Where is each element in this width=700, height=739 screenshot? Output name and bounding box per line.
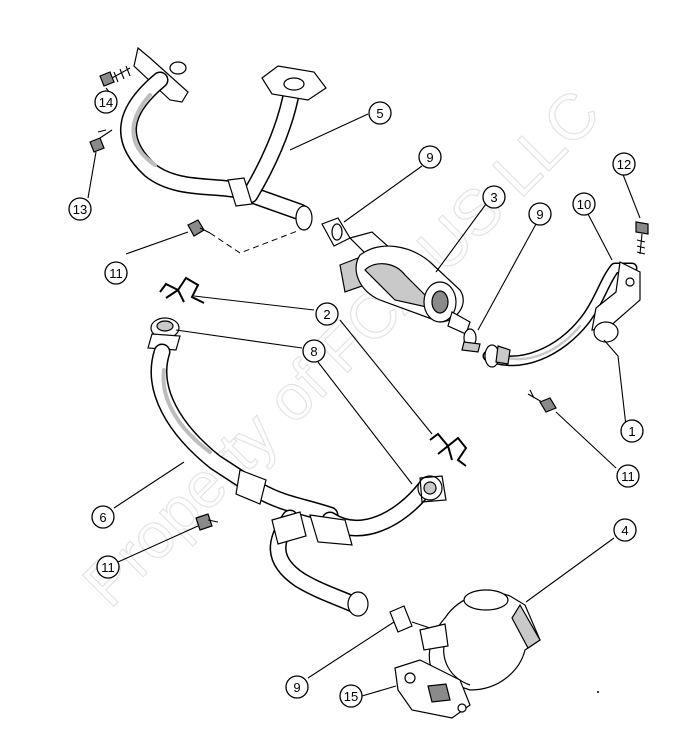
svg-text:11: 11	[621, 469, 635, 484]
svg-text:15: 15	[344, 689, 358, 704]
svg-text:6: 6	[99, 510, 106, 525]
callout-9-right: 9	[528, 202, 552, 226]
callout-2: 2	[315, 302, 339, 326]
callout-5: 5	[368, 101, 392, 125]
callout-15: 15	[339, 684, 363, 708]
front-pipe	[147, 317, 447, 617]
gasket-outlet	[461, 328, 481, 353]
exhaust-manifold-pipe	[120, 46, 327, 231]
svg-text:9: 9	[426, 150, 433, 165]
callout-11-middle: 11	[616, 464, 640, 488]
bolt-11-lower	[195, 513, 219, 531]
callout-6: 6	[91, 505, 115, 529]
alignment-line	[209, 229, 301, 254]
leader-lines	[87, 87, 641, 697]
catalytic-converter-upper	[339, 231, 471, 335]
bolt-14	[99, 65, 131, 87]
bolt-13	[89, 129, 113, 153]
clip-lower	[429, 432, 468, 467]
svg-text:9: 9	[536, 207, 543, 222]
svg-text:12: 12	[617, 157, 631, 172]
svg-text:3: 3	[490, 190, 497, 205]
svg-text:4: 4	[621, 523, 628, 538]
callout-9-upper: 9	[418, 145, 442, 169]
callout-11-lower: 11	[96, 555, 120, 579]
svg-text:5: 5	[376, 106, 383, 121]
svg-text:10: 10	[577, 197, 591, 212]
callout-1: 1	[620, 419, 644, 443]
callout-4: 4	[613, 518, 637, 542]
callout-8: 8	[302, 339, 326, 363]
callout-9-lower: 9	[285, 675, 309, 699]
svg-text:11: 11	[101, 560, 115, 575]
svg-text:14: 14	[99, 95, 113, 110]
svg-text:1: 1	[628, 424, 635, 439]
callout-10: 10	[572, 192, 596, 216]
callout-3: 3	[482, 185, 506, 209]
callout-13: 13	[68, 197, 92, 221]
gasket-upper	[321, 217, 351, 247]
outlet-tube	[482, 261, 641, 368]
bolt-11-middle	[527, 389, 557, 413]
callout-12: 12	[612, 152, 636, 176]
callout-11-upper: 11	[104, 261, 128, 285]
svg-text:11: 11	[109, 266, 123, 281]
svg-text:8: 8	[310, 344, 317, 359]
catalytic-converter-lower	[389, 589, 541, 719]
svg-text:9: 9	[293, 680, 300, 695]
stray-dot	[597, 691, 599, 693]
svg-text:13: 13	[73, 202, 87, 217]
svg-text:2: 2	[323, 307, 330, 322]
bolt-11-upper	[187, 219, 211, 237]
callout-14: 14	[94, 90, 118, 114]
clip-upper	[159, 276, 205, 304]
bolt-12	[635, 221, 649, 255]
